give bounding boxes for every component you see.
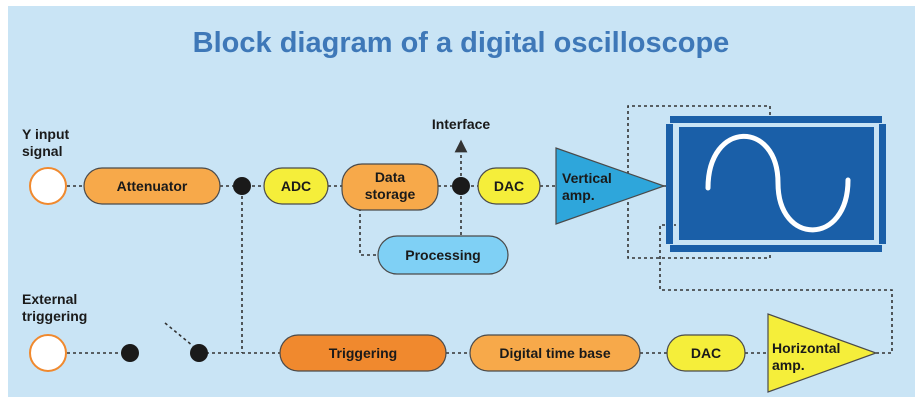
node-external-in <box>121 344 139 362</box>
triggering-label: Triggering <box>329 345 397 361</box>
connector-horizontal-plates <box>659 224 893 354</box>
data-storage-label-line2: storage <box>365 186 416 202</box>
sine-wave-icon <box>705 133 851 233</box>
data-storage-label-line1: Data <box>375 169 406 185</box>
processing-label: Processing <box>405 247 480 263</box>
node-trigger-switch <box>190 344 208 362</box>
horizontal-deflection-plate-left <box>666 124 673 244</box>
trigger-switch <box>164 322 194 347</box>
vertical-amp-triangle <box>555 147 666 225</box>
vertical-amp-label-line2: amp. <box>562 187 595 203</box>
node-attenuator-out <box>233 177 251 195</box>
y-input-label-line2: signal <box>22 143 62 159</box>
dac-vertical-block <box>477 167 541 205</box>
horizontal-amp-label-line1: Horizontal <box>772 340 840 356</box>
interface-label: Interface <box>432 116 491 132</box>
attenuator-label: Attenuator <box>117 178 188 194</box>
external-input-circle <box>29 334 67 372</box>
attenuator-block <box>83 167 221 205</box>
node-storage-out <box>452 177 470 195</box>
horizontal-amp-triangle <box>767 313 878 393</box>
vertical-amp-label-line1: Vertical <box>562 170 612 186</box>
vertical-deflection-plate-top <box>670 116 882 123</box>
dac-horizontal-block <box>666 334 746 372</box>
horizontal-deflection-plate-right <box>879 124 886 244</box>
horizontal-amp-label-line2: amp. <box>772 357 805 373</box>
dac-vertical-label: DAC <box>494 178 524 194</box>
y-input-circle <box>29 167 67 205</box>
external-label-line2: triggering <box>22 308 87 324</box>
adc-block <box>263 167 329 205</box>
processing-block <box>377 235 509 275</box>
diagram-title: Block diagram of a digital oscilloscope <box>193 27 730 59</box>
vertical-deflection-plate-bottom <box>670 245 882 252</box>
dac-horizontal-label: DAC <box>691 345 721 361</box>
y-input-label-line1: Y input <box>22 126 70 142</box>
connector-storage-processing <box>359 208 378 256</box>
digital-time-base-label: Digital time base <box>499 345 610 361</box>
adc-label: ADC <box>281 178 311 194</box>
triggering-block <box>279 334 447 372</box>
data-storage-block <box>341 163 439 211</box>
external-label-line1: External <box>22 291 77 307</box>
connector-vertical-plates-upper <box>627 105 771 186</box>
digital-time-base-block <box>469 334 641 372</box>
